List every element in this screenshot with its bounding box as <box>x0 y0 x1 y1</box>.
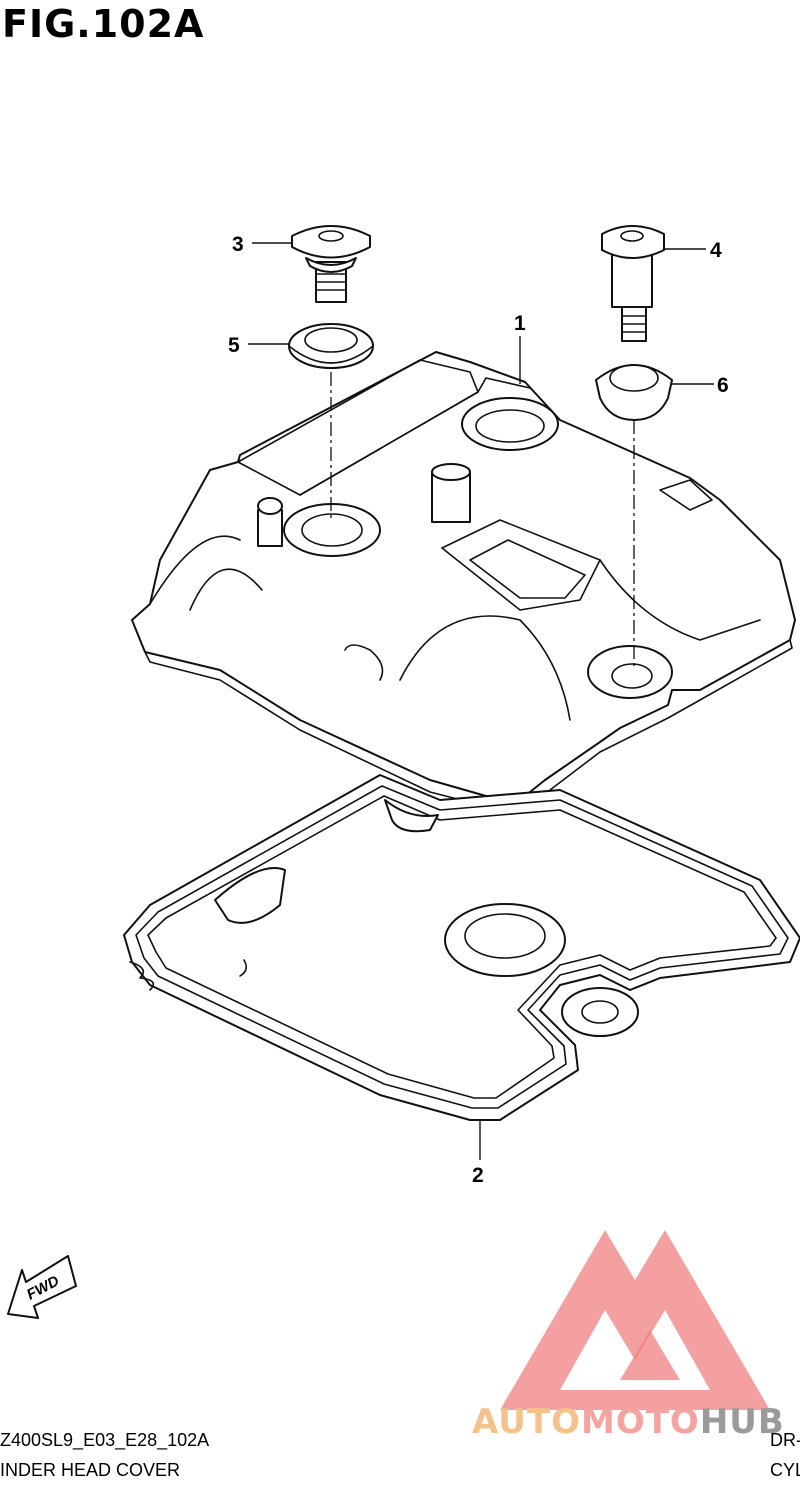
callout-2: 2 <box>472 1164 484 1187</box>
part-2-gasket <box>123 774 800 1121</box>
part-3-bolt <box>291 225 371 303</box>
callout-5: 5 <box>228 334 240 357</box>
part-6-grommet <box>595 364 673 421</box>
watermark-text: AUTOMOTOHUB <box>472 1402 785 1442</box>
watermark-logo-icon <box>500 1230 770 1410</box>
part-1-cylinder-head-cover <box>131 351 796 811</box>
callout-6: 6 <box>717 374 729 397</box>
watermark-moto: MOTO <box>580 1402 700 1442</box>
callout-1: 1 <box>514 312 526 335</box>
footer-right-name: CYL <box>770 1460 800 1480</box>
callout-3: 3 <box>232 233 244 256</box>
footer-model-code: Z400SL9_E03_E28_102A <box>0 1430 210 1450</box>
footer-right-code: DR- <box>770 1430 800 1450</box>
callout-4: 4 <box>710 239 722 262</box>
footer-section-name: INDER HEAD COVER <box>0 1460 181 1480</box>
watermark-hub: HUB <box>699 1402 785 1442</box>
figure-title: FIG.102A <box>2 2 205 46</box>
part-4-bolt <box>601 225 665 342</box>
watermark-auto: AUTO <box>472 1402 581 1442</box>
part-5-washer <box>288 323 374 369</box>
fwd-arrow-icon: FWD <box>7 1255 77 1319</box>
